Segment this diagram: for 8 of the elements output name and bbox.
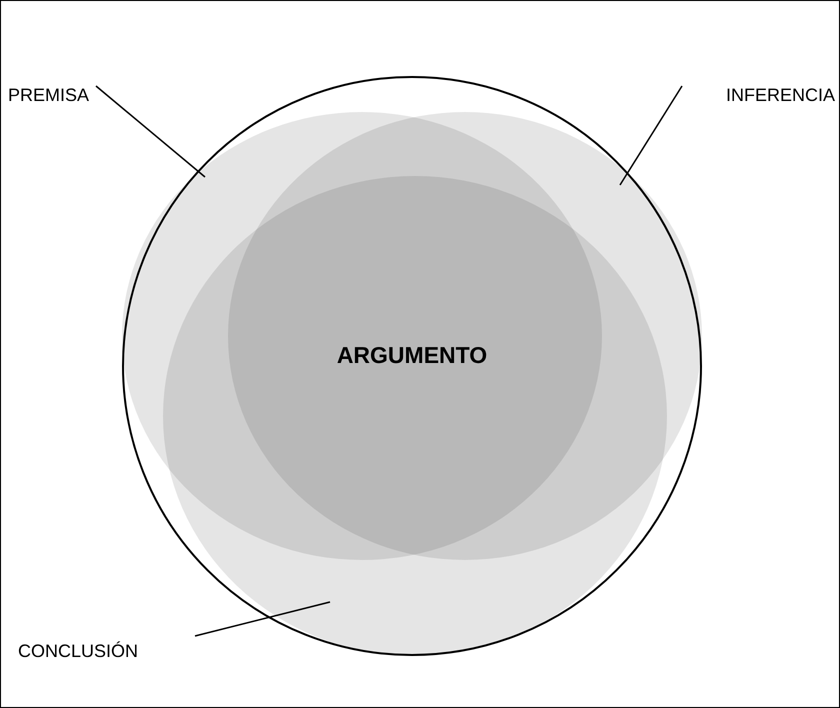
leader-line [96, 85, 206, 178]
leader-line [194, 601, 330, 637]
part-label: INFERENCIA [726, 84, 835, 106]
part-label: PREMISA [8, 84, 90, 106]
leader-line [619, 86, 683, 186]
center-label: ARGUMENTO [336, 340, 488, 370]
overlapping-ellipse [163, 176, 667, 656]
part-label: CONCLUSIÓN [18, 640, 138, 662]
